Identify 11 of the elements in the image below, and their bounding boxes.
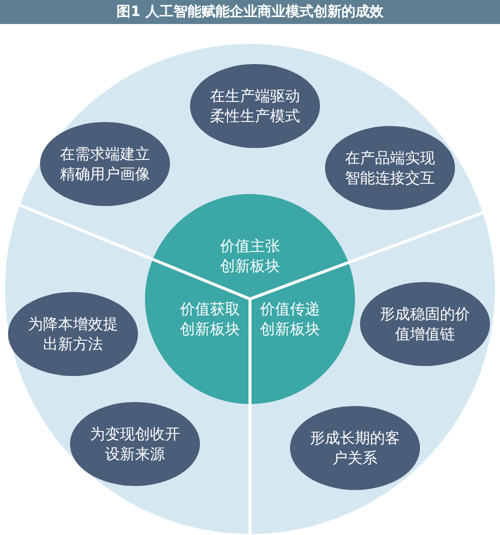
outcome-bubble: 形成长期的客户关系 (290, 406, 420, 490)
outcome-bubble: 在产品端实现智能连接交互 (325, 126, 455, 210)
sector-label: 价值主张创新板块 (219, 236, 281, 276)
outcome-bubble: 为降本增效提出新方法 (8, 292, 138, 376)
sector-label: 价值获取创新板块 (179, 299, 241, 340)
outcome-bubble: 形成稳固的价值增值链 (360, 282, 490, 366)
outcome-bubble: 在需求端建立精确用户画像 (40, 122, 170, 206)
sector-label: 价值传递创新板块 (259, 299, 321, 340)
outcome-bubble: 在生产端驱动柔性生产模式 (190, 64, 320, 148)
outcome-bubble: 为变现创收开设新来源 (70, 402, 200, 486)
title-bar: 图1 人工智能赋能企业商业模式创新的成效 (0, 0, 500, 24)
